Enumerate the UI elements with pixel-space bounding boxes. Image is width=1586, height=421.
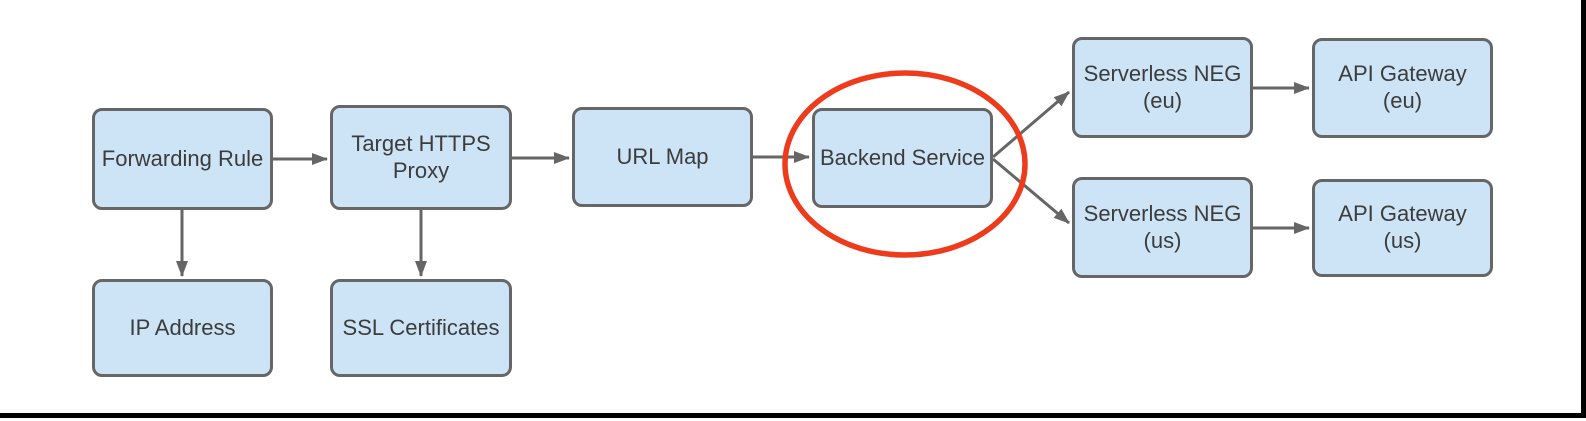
node-label-backend-service: Backend Service: [819, 144, 986, 170]
node-api-gateway-us: API Gateway (us): [1312, 179, 1493, 277]
node-serverless-neg-us: Serverless NEG (us): [1072, 177, 1253, 278]
node-api-gateway-eu: API Gateway (eu): [1312, 38, 1493, 138]
node-ip-address: IP Address: [92, 279, 273, 377]
node-label-target-https-proxy: Target HTTPS Proxy: [351, 130, 491, 183]
frame-border-bottom: [0, 413, 1586, 418]
node-label-serverless-neg-eu: Serverless NEG (eu): [1083, 60, 1242, 113]
node-target-https-proxy: Target HTTPS Proxy: [330, 105, 512, 210]
highlight-ellipse-backend-service: [782, 70, 1028, 258]
node-serverless-neg-eu: Serverless NEG (eu): [1072, 37, 1253, 138]
node-ssl-certificates: SSL Certificates: [330, 279, 512, 377]
frame-border-right: [1581, 0, 1586, 418]
node-url-map: URL Map: [572, 107, 753, 207]
node-forwarding-rule: Forwarding Rule: [92, 108, 273, 210]
node-backend-service: Backend Service: [812, 108, 993, 208]
edge-backend-service-to-serverless-neg-eu: [992, 90, 1070, 159]
node-label-ssl-certificates: SSL Certificates: [342, 314, 500, 340]
node-label-ip-address: IP Address: [129, 314, 236, 340]
edge-backend-service-to-serverless-neg-us: [992, 157, 1070, 225]
node-label-api-gateway-us: API Gateway (us): [1338, 201, 1467, 253]
node-label-serverless-neg-us: Serverless NEG (us): [1083, 200, 1242, 253]
node-label-api-gateway-eu: API Gateway (eu): [1338, 61, 1467, 113]
node-label-forwarding-rule: Forwarding Rule: [101, 145, 264, 171]
node-label-url-map: URL Map: [616, 143, 709, 169]
